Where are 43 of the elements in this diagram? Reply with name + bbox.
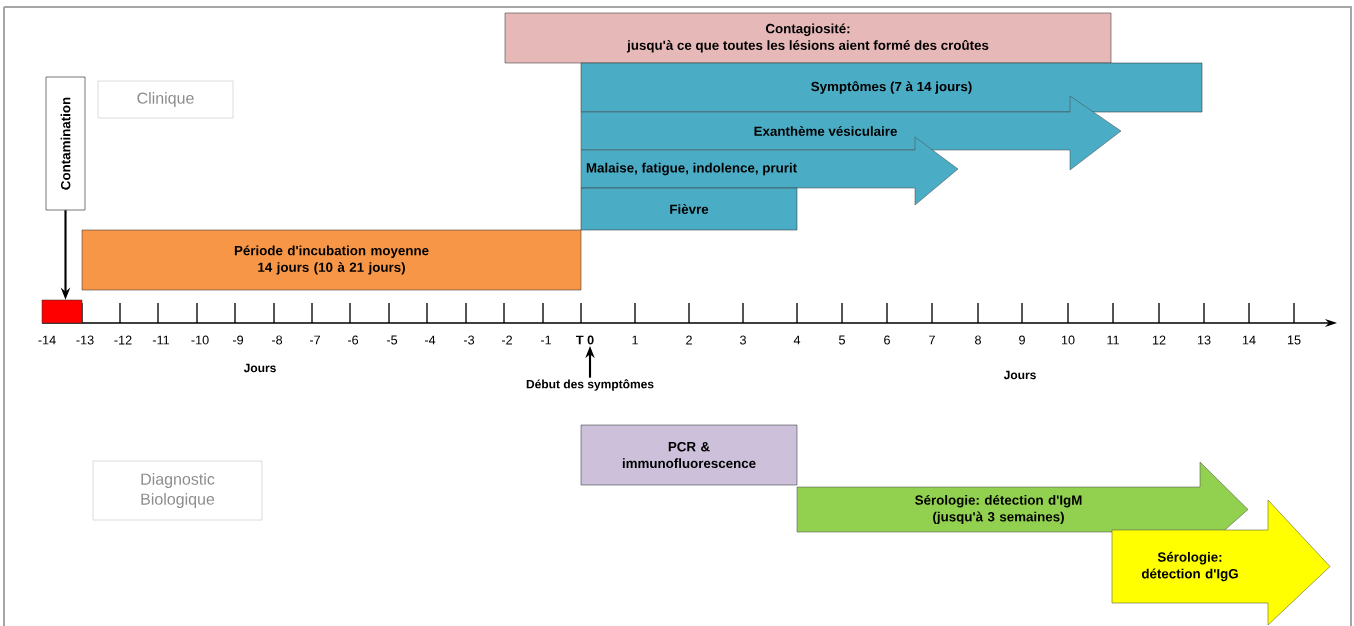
tick-label: 3 [739, 335, 746, 345]
timeline-bar: Fièvre [580, 187, 798, 231]
tick-label: T 0 [576, 335, 594, 345]
tick-label: -13 [76, 335, 94, 345]
tick-label: -5 [386, 335, 398, 345]
tick-label: -12 [114, 335, 132, 345]
marker-bar [41, 299, 83, 324]
tick-label: 7 [929, 335, 935, 345]
tick-label: 11 [1107, 335, 1119, 345]
tick-label: -14 [38, 335, 56, 345]
tick-label: -7 [309, 335, 320, 345]
event-box: Contamination [45, 76, 86, 211]
tick-label: 10 [1061, 335, 1075, 345]
section-box: Diagnostic Biologique [92, 460, 263, 521]
timeline-bar: PCR & immunofluorescence [580, 424, 798, 486]
tick-label: -11 [152, 335, 170, 345]
tick-label: -3 [463, 335, 475, 345]
tick-label: -9 [232, 335, 244, 345]
timeline-bar: Symptômes (7 à 14 jours) [580, 62, 1203, 113]
tick-label: 5 [839, 335, 845, 345]
tick-label: -4 [424, 335, 436, 345]
tick-label: 15 [1287, 335, 1301, 345]
axis-title: Jours [243, 363, 276, 373]
tick-label: 13 [1197, 335, 1211, 345]
tick-label: 12 [1152, 335, 1166, 345]
tick-label: 1 [632, 335, 638, 345]
tick-label: 4 [793, 335, 801, 345]
timeline-bar: Période d'incubation moyenne 14 jours (10 à 21 jours) [81, 229, 582, 291]
section-box: Clinique [97, 80, 234, 119]
tick-label: -8 [271, 335, 283, 345]
axis-note: Début des symptômes [526, 379, 654, 391]
tick-label: 14 [1242, 335, 1256, 345]
tick-label: -10 [191, 335, 209, 345]
tick-label: 9 [1019, 335, 1025, 345]
timeline-bar: Contagiosité: jusqu'à ce que toutes les lésions aient formé des croûtes [504, 12, 1112, 64]
tick-label: -1 [540, 335, 551, 345]
tick-label: -6 [347, 335, 359, 345]
arrow-bar: Sérologie: détection d'IgG [1111, 499, 1331, 626]
tick-label: -2 [501, 335, 512, 345]
tick-label: 8 [975, 335, 981, 345]
tick-label: 6 [884, 335, 890, 345]
tick-label: 2 [686, 335, 692, 345]
axis-title: Jours [1003, 370, 1036, 380]
